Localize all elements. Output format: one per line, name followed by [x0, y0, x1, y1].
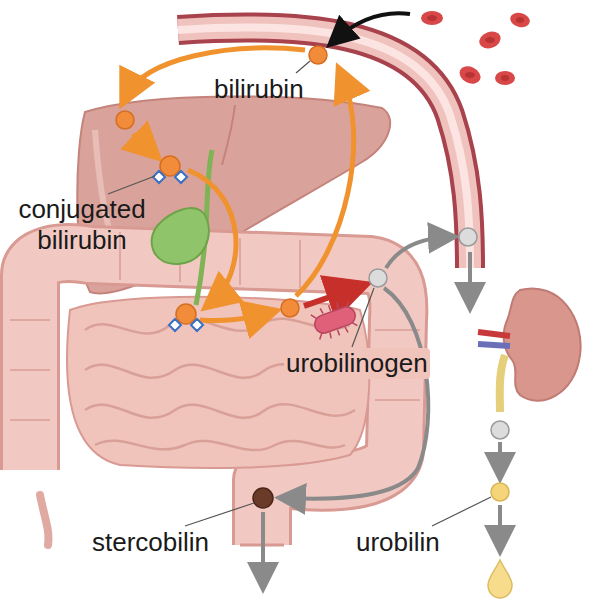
- appendix: [40, 495, 48, 545]
- bilirubin-label: bilirubin: [212, 74, 306, 105]
- kidney: [478, 288, 581, 412]
- bilirubin-pathway: [126, 48, 356, 321]
- grey-arrow: [286, 288, 428, 499]
- leader-line: [296, 61, 310, 73]
- blood-vessel: [178, 27, 470, 268]
- renal-artery: [478, 332, 510, 336]
- gallbladder-sac: [152, 208, 209, 264]
- leader-line: [108, 176, 155, 194]
- stercobilin-dot: [253, 488, 273, 508]
- orange-arrow: [133, 134, 152, 152]
- conjugated-dot: [160, 156, 180, 176]
- kidney-body: [504, 288, 581, 400]
- conjugated-bilirubin-label: conjugated bilirubin: [4, 194, 160, 256]
- urobilinogen-dot: [491, 421, 509, 439]
- red-cell-center: [501, 75, 509, 81]
- urobilinogen-pathway: [263, 237, 500, 582]
- urobilin-dot: [491, 483, 509, 501]
- grey-arrow: [498, 442, 502, 472]
- grey-arrow: [498, 505, 502, 545]
- urobilinogen-label: urobilinogen: [284, 348, 430, 379]
- black-arrow: [335, 13, 410, 40]
- liver-ligament: [222, 105, 235, 165]
- urine-drop: [488, 560, 512, 598]
- red-cell: [509, 11, 532, 30]
- grey-arrow: [261, 512, 265, 582]
- vessel-highlight: [178, 27, 470, 268]
- grey-arrow: [386, 237, 448, 268]
- urobilin-label: urobilin: [354, 527, 442, 558]
- leader-lines: [108, 61, 491, 526]
- glucuronide: [153, 171, 187, 183]
- red-cell: [495, 71, 515, 85]
- urobilinogen-dot: [369, 269, 387, 287]
- red-cell: [421, 11, 443, 25]
- leader-line: [432, 497, 491, 526]
- bilirubin-dot: [116, 111, 134, 129]
- urobilinogen-dot: [459, 228, 477, 246]
- ureter: [500, 355, 505, 412]
- bilirubin-dot: [309, 46, 327, 64]
- glucuronide: [169, 319, 203, 331]
- orange-arrow: [200, 313, 268, 321]
- red-cell: [457, 63, 484, 87]
- leader-line: [352, 288, 374, 347]
- intestine-loops: [85, 319, 355, 450]
- red-cell-center: [465, 72, 475, 78]
- vessel-wall: [178, 27, 470, 268]
- stercobilin-label: stercobilin: [90, 527, 211, 558]
- leader-line: [185, 503, 254, 526]
- red-cell-center: [427, 15, 437, 21]
- bacterium-hairs: [310, 298, 359, 342]
- red-cell: [477, 29, 503, 52]
- molecules: [116, 46, 512, 598]
- bacterium: [310, 298, 360, 342]
- red-blood-cells: [421, 11, 531, 87]
- orange-arrow: [296, 76, 354, 296]
- red-cell-center: [485, 37, 495, 43]
- conjugated-dot: [176, 304, 196, 324]
- red-cell-center: [516, 17, 524, 23]
- vessel-lumen: [178, 27, 470, 268]
- small-intestine: [67, 297, 369, 468]
- bacterium-body: [312, 304, 358, 335]
- orange-arrow: [188, 170, 236, 302]
- bilirubin-dot: [281, 299, 299, 317]
- gallbladder: [152, 150, 212, 305]
- renal-vein: [478, 344, 510, 346]
- grey-arrow: [468, 252, 472, 302]
